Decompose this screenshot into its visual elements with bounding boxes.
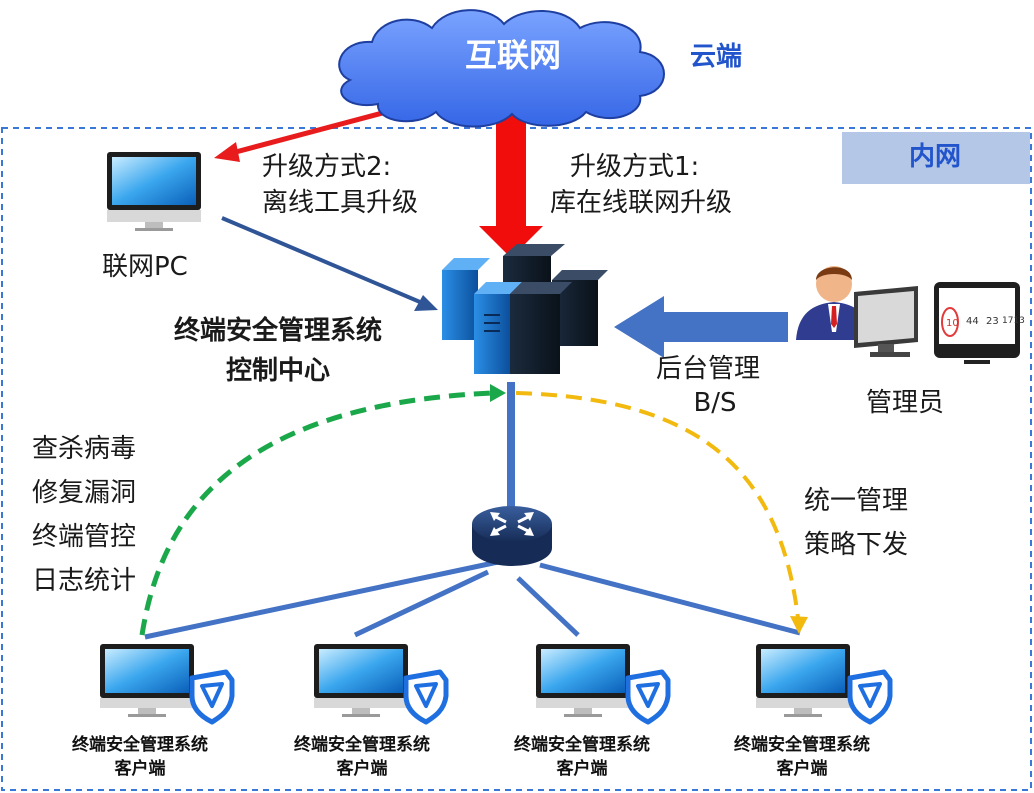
admin-to-server-arrow [614,296,788,358]
cloud-zone-label: 云端 [690,42,743,72]
client-2-subtitle: 客户端 [336,759,388,779]
client-2-title: 终端安全管理系统 [294,735,430,755]
router-client-links [144,559,801,640]
networked-pc-icon [107,152,201,231]
dashboard-value-4: 1713 [1002,316,1025,326]
client-icons [100,644,850,717]
upgrade-method-2-desc: 离线工具升级 [262,188,419,218]
admin-monitor-icon [854,286,918,357]
intranet-label-box [842,132,1030,184]
router-icon [472,506,552,566]
function-patch-vulns: 修复漏洞 [32,478,137,508]
admin-label: 管理员 [866,388,945,418]
dashboard-value-3: 23 [986,316,999,327]
client-4-title: 终端安全管理系统 [734,735,870,755]
upgrade-method-1-title: 升级方式1: [570,152,700,182]
intranet-label: 内网 [908,142,961,172]
internet-cloud [338,9,665,128]
client-4-subtitle: 客户端 [776,759,828,779]
shield-icons [189,669,893,725]
client-1-title: 终端安全管理系统 [72,735,208,755]
server-cluster-icon [442,244,608,374]
admin-person-icon [796,266,872,340]
upgrade-method-2-title: 升级方式2: [262,152,392,182]
management-arc-left [139,384,506,636]
intranet-boundary [1,127,1032,791]
management-arc-right [515,391,808,634]
function-log-stats: 日志统计 [32,566,137,596]
function-policy-dispatch: 策略下发 [804,530,909,560]
client-1-subtitle: 客户端 [114,759,166,779]
function-endpoint-control: 终端管控 [32,522,137,552]
internet-label: 互联网 [464,36,561,74]
client-3-title: 终端安全管理系统 [514,735,650,755]
function-virus-scan: 查杀病毒 [32,434,137,464]
control-center-subtitle: 控制中心 [225,356,330,386]
control-center-title: 终端安全管理系统 [173,316,382,346]
backend-protocol-label: B/S [693,388,737,418]
dashboard-value-1: 10 [946,318,959,329]
function-unified-management: 统一管理 [804,486,909,516]
pc-to-server-arrow [221,216,438,311]
backend-label: 后台管理 [656,354,761,384]
upgrade-method-1-desc: 库在线联网升级 [550,188,733,218]
dashboard-value-2: 44 [966,316,979,327]
dashboard-icon [934,282,1020,364]
client-3-subtitle: 客户端 [556,759,608,779]
networked-pc-label: 联网PC [102,252,188,282]
